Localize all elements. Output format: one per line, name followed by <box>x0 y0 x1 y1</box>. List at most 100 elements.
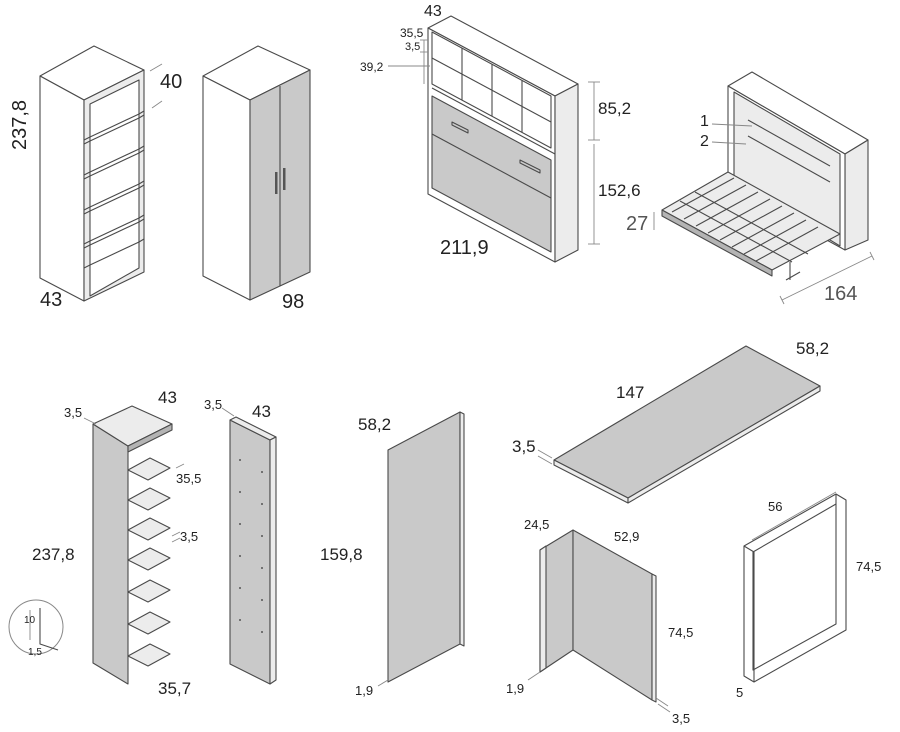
l-support-base-label: 3,5 <box>672 711 691 726</box>
side-panel-depth-label: 43 <box>252 402 271 421</box>
desk-top-dim <box>537 455 553 465</box>
side-shelf-thickness-label: 3,5 <box>64 405 83 420</box>
open-bed-callout-2: 2 <box>700 133 709 150</box>
side-shelf-height-label: 237,8 <box>32 545 75 564</box>
desk-thickness-label: 3,5 <box>512 437 536 456</box>
detail-height-label: 10 <box>24 615 36 626</box>
frame-width-label: 56 <box>768 499 783 514</box>
side-shelf-dim <box>171 537 181 543</box>
side-shelf-panel <box>92 423 129 685</box>
shelving-width-label: 43 <box>40 289 63 311</box>
door-panel-edge <box>459 411 465 647</box>
door-thickness-label: 1,9 <box>355 683 374 698</box>
l-support-dim <box>655 697 669 707</box>
side-shelf-unit <box>8 405 185 685</box>
frame-leg-dim <box>751 491 837 541</box>
shelving-inner <box>89 79 140 297</box>
open-bed-callout-lines <box>653 123 875 305</box>
depth-dim-line <box>151 100 163 109</box>
door-height-label: 159,8 <box>320 545 363 564</box>
wardrobe-handle-left <box>275 172 278 194</box>
side-shelf-depth-label: 43 <box>158 388 177 407</box>
door-panel-face <box>387 411 461 683</box>
cabinet-width-label: 211,9 <box>440 237 489 259</box>
side-shelf-board-label: 3,5 <box>180 529 199 544</box>
open-bed-leg-height-label: 27 <box>626 213 649 235</box>
desk-top-side-edge <box>627 385 821 504</box>
cabinet-cubbies <box>431 31 556 155</box>
door-width-label: 58,2 <box>358 415 392 434</box>
l-support-front <box>572 529 653 701</box>
side-shelf-dim <box>175 463 185 469</box>
wardrobe-side <box>202 75 251 301</box>
open-bed-width-label: 164 <box>824 283 858 305</box>
desk-top-dim <box>537 449 553 459</box>
cabinet-bed-front <box>431 95 552 253</box>
wardrobe-handle-right <box>283 168 286 190</box>
frame-height-label: 74,5 <box>856 559 882 574</box>
l-support-thickness-label: 1,9 <box>506 681 525 696</box>
desk-length-label: 147 <box>616 383 645 402</box>
l-support-front-edge <box>651 573 657 703</box>
side-panel-edge <box>269 436 277 685</box>
l-support-side-width-label: 24,5 <box>524 517 550 532</box>
side-panel-face <box>229 419 271 685</box>
detail-profile <box>39 608 59 651</box>
desk-top <box>537 345 821 504</box>
open-bed-rail <box>747 135 831 183</box>
side-panel-dim <box>221 407 235 417</box>
side-shelf-dim <box>83 417 97 425</box>
side-panel-thickness-label: 3,5 <box>204 397 223 412</box>
cabinet-bed-split <box>431 133 552 199</box>
l-support-height-label: 74,5 <box>668 625 694 640</box>
desk-top-surface <box>553 345 821 499</box>
l-support-front-width-label: 52,9 <box>614 529 640 544</box>
open-bed-back <box>733 91 841 247</box>
cabinet-handle-upper <box>451 121 469 134</box>
cabinet-side <box>554 83 579 263</box>
open-bed-leg-foot <box>785 271 801 281</box>
frame-leg <box>743 491 847 683</box>
open-bed-side <box>844 139 869 251</box>
cabinet-cubby-height-label: 39,2 <box>360 60 384 74</box>
cabinet-dimension-lines <box>388 39 600 245</box>
detail-circle <box>8 599 64 655</box>
open-bed-callout-1: 1 <box>700 113 709 130</box>
open-bed-slats <box>671 177 819 263</box>
cabinet-handle-lower <box>519 159 541 174</box>
depth-dim-line <box>149 63 163 72</box>
cabinet-shelf-gap-label: 35,5 <box>400 26 424 40</box>
l-support-dim <box>657 703 671 713</box>
side-shelf-top-edge <box>127 423 173 453</box>
open-wall-bed <box>653 71 875 305</box>
side-shelf-gap-label: 35,5 <box>176 471 202 486</box>
side-shelf-dim <box>171 531 181 537</box>
door-panel-dim <box>377 679 389 687</box>
shelving-unit <box>39 45 163 302</box>
desk-depth-label: 58,2 <box>796 339 830 358</box>
cabinet-top-depth-label: 43 <box>424 3 442 20</box>
side-panel-holes <box>239 459 263 633</box>
side-shelf-boards <box>127 457 171 667</box>
shelving-side <box>39 75 85 302</box>
wardrobe-width-label: 98 <box>282 291 305 313</box>
side-panel <box>221 407 277 685</box>
door-panel <box>377 411 465 687</box>
shelving-depth-label: 40 <box>160 71 183 93</box>
cabinet-bed-height-label: 152,6 <box>598 181 641 200</box>
cabinet-board-thickness-label: 3,5 <box>405 41 421 53</box>
shelving-height-label: 237,8 <box>9 99 31 150</box>
l-support-side-edge <box>539 545 547 673</box>
frame-tube-label: 5 <box>736 685 744 700</box>
frame-leg-joint <box>743 545 755 553</box>
open-bed-edge <box>661 209 773 277</box>
wardrobe <box>202 45 311 301</box>
side-shelf-bottom-label: 35,7 <box>158 679 192 698</box>
open-bed-rail <box>747 119 831 167</box>
detail-thickness-label: 1,5 <box>28 647 42 658</box>
shelving-shelves <box>83 110 145 269</box>
l-support-dim <box>527 671 541 681</box>
frame-leg-inner <box>752 503 837 671</box>
wall-bed-cabinet <box>388 15 600 263</box>
